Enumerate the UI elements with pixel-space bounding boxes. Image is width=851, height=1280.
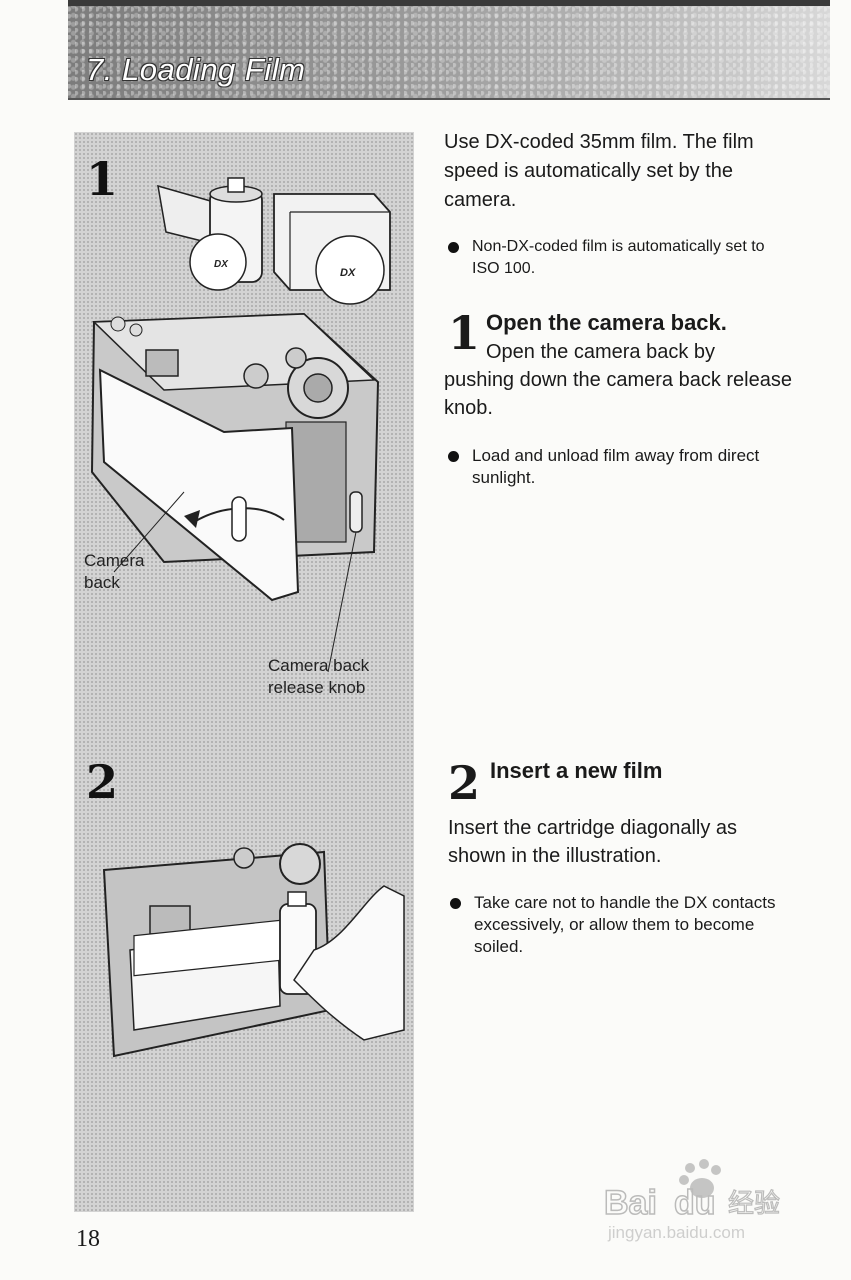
- callout-camera-back-line2: back: [84, 573, 120, 592]
- section-title: 7. Loading Film: [86, 52, 306, 87]
- baidu-jingyan-watermark: Bai du 经验 jingyan.baidu.com: [604, 1159, 781, 1242]
- film-box-icon: DX: [273, 193, 391, 305]
- camera-open-back-illustration: DX DX: [90, 177, 391, 673]
- step-1-body-first-line: Open the camera back by: [486, 341, 716, 363]
- bullet-dot-icon: [448, 451, 459, 462]
- section-header-band: [68, 0, 830, 100]
- svg-text:jingyan.baidu.com: jingyan.baidu.com: [607, 1223, 745, 1242]
- step-2-title: Insert a new film: [490, 758, 663, 783]
- svg-text:du: du: [674, 1184, 716, 1222]
- camera-back-door-icon: [98, 368, 300, 602]
- svg-text:Bai: Bai: [604, 1184, 657, 1222]
- step-1-body: pushing down the camera back release kno…: [444, 369, 792, 419]
- callout-release-knob-line1: Camera back: [268, 656, 370, 675]
- intro-block: Use DX-coded 35mm film. The film speed i…: [444, 128, 794, 215]
- step-2-bullet-text: Take care not to handle the DX contacts …: [474, 893, 776, 956]
- step-1-title: Open the camera back.: [486, 310, 727, 335]
- intro-bullet-text: Non-DX-coded film is automatically set t…: [472, 238, 765, 277]
- step-1-number: 1: [448, 306, 481, 360]
- release-knob-leader-line: [327, 531, 357, 673]
- bullet-dot-icon: [450, 898, 461, 909]
- callout-release-knob-line2: release knob: [268, 678, 366, 697]
- callout-release-knob: Camera back release knob: [268, 655, 369, 699]
- illustration-step-1-number: 1: [86, 152, 119, 206]
- hand-icon: [293, 885, 405, 1041]
- step-2-number: 2: [448, 756, 481, 810]
- paw-icon: [679, 1159, 721, 1198]
- film-cartridge-icon: DX: [157, 177, 263, 291]
- step-2-body: Insert the cartridge diagonally as shown…: [448, 817, 738, 867]
- illustration-step-2-number: 2: [86, 755, 119, 809]
- bullet-dot-icon: [448, 242, 459, 253]
- intro-bullet: Non-DX-coded film is automatically set t…: [446, 236, 792, 280]
- callout-camera-back-line1: Camera: [84, 551, 145, 570]
- page-number: 18: [76, 1226, 100, 1252]
- insert-cartridge-illustration: [102, 843, 405, 1058]
- svg-text:DX: DX: [340, 267, 356, 279]
- step-1-bullet-text: Load and unload film away from direct su…: [472, 446, 760, 487]
- header-top-rule: [68, 0, 830, 6]
- intro-text: Use DX-coded 35mm film. The film speed i…: [444, 131, 754, 211]
- step-1-bullet: Load and unload film away from direct su…: [446, 445, 808, 489]
- step-2-bullet: Take care not to handle the DX contacts …: [448, 892, 798, 958]
- svg-text:经验: 经验: [728, 1189, 780, 1219]
- callout-camera-back: Camera back: [84, 550, 144, 594]
- camera-back-leader-line: [113, 491, 185, 573]
- svg-text:DX: DX: [214, 259, 229, 270]
